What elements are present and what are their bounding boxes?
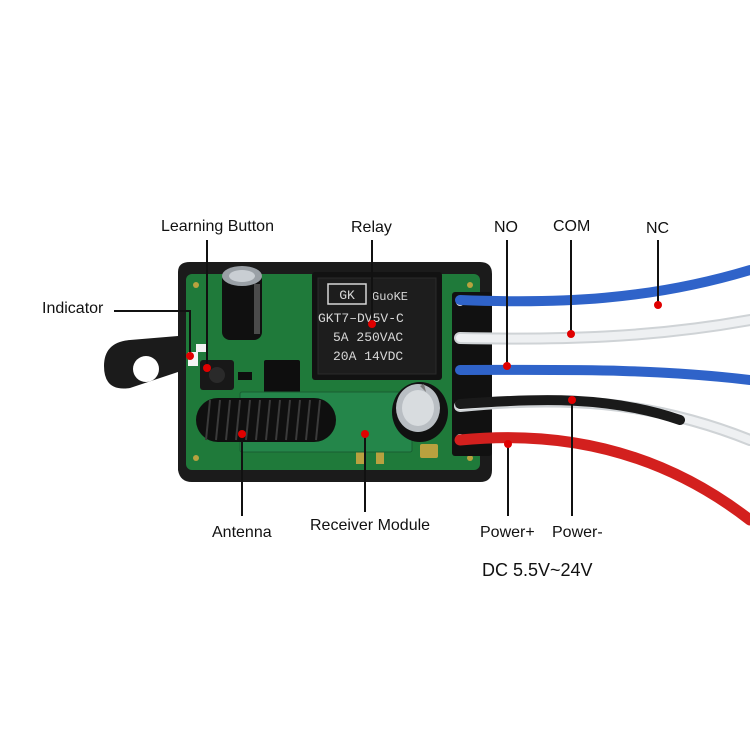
leader-lines	[114, 240, 659, 516]
leader-indicator	[114, 310, 191, 356]
relay-brand: GuoKE	[372, 290, 408, 304]
marker-com	[567, 330, 575, 338]
marker-nc	[654, 301, 662, 309]
svg-text:GK: GK	[339, 288, 355, 303]
label-power-minus: Power-	[552, 524, 603, 541]
label-relay: Relay	[351, 219, 392, 236]
wires	[454, 265, 750, 526]
label-antenna: Antenna	[212, 524, 272, 541]
relay-rating-ac: 5A 250VAC	[333, 330, 403, 345]
indicator-led	[188, 352, 198, 366]
marker-power-plus	[504, 440, 512, 448]
marker-receiver-module	[361, 430, 369, 438]
marker-learning-button	[203, 364, 211, 372]
capacitor-bottom	[392, 382, 448, 442]
wire-no-blue	[455, 364, 750, 385]
label-indicator: Indicator	[42, 300, 104, 317]
wire-power-plus-red	[454, 432, 750, 526]
label-nc: NC	[646, 220, 670, 237]
capacitor-top	[222, 266, 262, 340]
marker-relay	[368, 320, 376, 328]
label-receiver-module: Receiver Module	[310, 517, 431, 534]
label-com: COM	[553, 218, 591, 235]
label-voltage: DC 5.5V~24V	[482, 560, 593, 580]
marker-no	[503, 362, 511, 370]
label-no: NO	[494, 219, 518, 236]
pcb-pads	[193, 282, 473, 464]
marker-indicator	[186, 352, 194, 360]
marker-antenna	[238, 430, 246, 438]
markers	[186, 301, 662, 448]
label-learning-button: Learning Button	[161, 218, 274, 235]
marker-power-minus	[568, 396, 576, 404]
mounting-hole	[133, 356, 159, 382]
relay-component: GK GuoKE GKT7–DV5V-C 5A 250VAC 20A 14VDC	[312, 272, 442, 380]
label-power-plus: Power+	[480, 524, 535, 541]
relay-model: GKT7–DV5V-C	[318, 311, 404, 326]
wire-nc-blue	[455, 265, 750, 307]
antenna-coil	[196, 398, 336, 442]
relay-rating-dc: 20A 14VDC	[333, 349, 403, 364]
